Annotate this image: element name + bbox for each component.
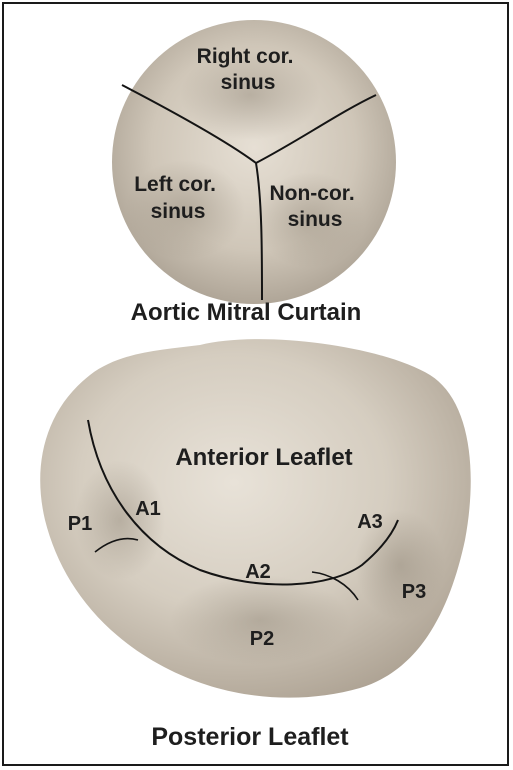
posterior-leaflet-label: Posterior Leaflet	[151, 723, 349, 751]
left-sinus-label: Left cor. sinus	[134, 173, 222, 223]
scallop-a2-label: A2	[245, 561, 271, 583]
right-sinus-shading	[180, 50, 320, 140]
aortic-valve: Right cor. sinus Left cor. sinus Non-cor…	[112, 20, 396, 304]
scallop-p3-label: P3	[402, 581, 426, 603]
right-sinus-label: Right cor. sinus	[197, 45, 300, 94]
curtain-label: Aortic Mitral Curtain	[131, 299, 362, 326]
anterior-leaflet-label: Anterior Leaflet	[175, 444, 352, 471]
scallop-a1-label: A1	[135, 498, 161, 520]
non-sinus-shading	[255, 172, 365, 268]
scallop-a3-label: A3	[357, 511, 383, 533]
non-sinus-label: Non-cor. sinus	[269, 182, 360, 231]
commissure-right-non	[255, 94, 377, 164]
p2-shading	[170, 575, 350, 665]
coaptation-line	[87, 419, 399, 586]
commissure-left-non	[255, 162, 263, 301]
scallop-p2-label: P2	[250, 628, 274, 650]
p3-shading	[355, 510, 445, 620]
p1-p2-indentation	[94, 537, 139, 553]
scallop-p1-label: P1	[68, 513, 92, 535]
p2-p3-indentation	[311, 571, 359, 601]
left-sinus-shading	[125, 160, 245, 260]
mitral-valve-shape	[40, 339, 471, 698]
mitral-valve: Anterior Leaflet A1 A2 A3 P1 P2 P3	[40, 339, 471, 698]
commissure-left-right	[121, 84, 257, 164]
